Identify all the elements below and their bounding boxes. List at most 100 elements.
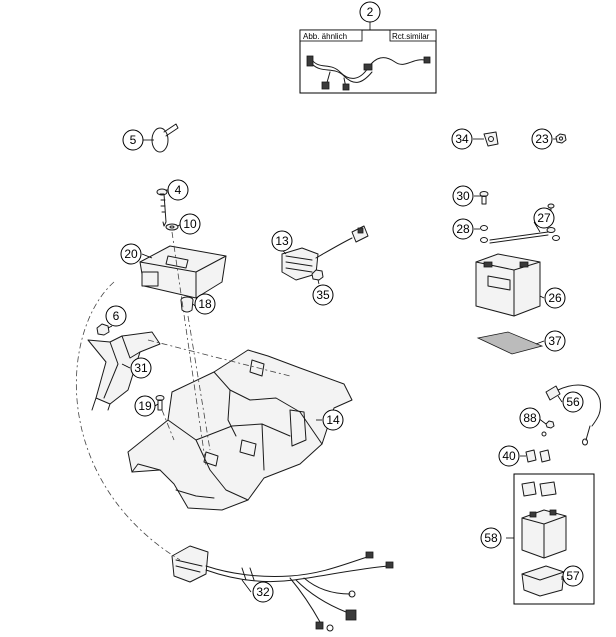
callout-number: 20	[124, 247, 138, 261]
callout-28: 28	[452, 218, 474, 240]
nut-part-35	[311, 269, 324, 281]
callout-35: 35	[312, 284, 334, 306]
callout-20: 20	[120, 243, 142, 265]
callout-circle	[179, 213, 201, 235]
callout-circle	[322, 409, 344, 431]
callout-10: 10	[179, 213, 201, 235]
nut-part	[555, 133, 567, 144]
callout-5: 5	[122, 129, 144, 151]
callout-18: 18	[194, 293, 216, 315]
callout-circle	[451, 128, 473, 150]
callout-circle	[519, 407, 541, 429]
callout-37: 37	[544, 330, 566, 352]
callout-number: 35	[316, 288, 330, 302]
battery-cable-part	[480, 203, 560, 244]
callout-13: 13	[271, 230, 293, 252]
callout-circle	[480, 527, 502, 549]
caps-part	[525, 449, 551, 463]
callout-number: 4	[175, 183, 182, 197]
callout-number: 14	[326, 413, 340, 427]
callout-number: 88	[523, 411, 537, 425]
callout-circle	[544, 287, 566, 309]
screw-part-30	[479, 191, 489, 205]
callout-19: 19	[134, 395, 156, 417]
callout-6: 6	[105, 305, 127, 327]
callout-58: 58	[480, 527, 502, 549]
starter-relay-box	[506, 473, 595, 605]
callout-number: 5	[130, 133, 137, 147]
callout-circle	[312, 284, 334, 306]
callout-circle	[271, 230, 293, 252]
callout-number: 37	[548, 334, 562, 348]
holder-part	[87, 331, 161, 411]
main-frame-part	[127, 349, 353, 511]
callout-circle	[562, 565, 584, 587]
callout-circle	[531, 128, 553, 150]
callout-26: 26	[544, 287, 566, 309]
callout-circle	[120, 243, 142, 265]
screw-part-4	[156, 188, 168, 227]
callout-circle	[359, 1, 381, 23]
callout-27: 27	[533, 207, 555, 229]
nut-part-6	[96, 323, 110, 336]
battery-part	[475, 253, 541, 317]
callout-circle	[194, 293, 216, 315]
callout-number: 19	[138, 399, 152, 413]
main-wiring-harness-part	[171, 545, 394, 632]
callout-number: 6	[113, 309, 120, 323]
callout-34: 34	[451, 128, 473, 150]
callout-circle	[252, 581, 274, 603]
callout-number: 30	[456, 189, 470, 203]
callout-number: 31	[134, 361, 148, 375]
assembly-lines	[76, 231, 291, 561]
battery-pad-part	[476, 331, 544, 355]
callout-circle	[498, 445, 520, 467]
callout-88: 88	[519, 407, 541, 429]
callout-number: 23	[535, 132, 549, 146]
callout-circle	[122, 129, 144, 151]
callout-number: 2	[367, 5, 374, 19]
wiring-harness-small	[306, 55, 431, 91]
callout-number: 10	[183, 217, 197, 231]
callout-circle	[544, 330, 566, 352]
callout-2: 2	[359, 1, 381, 23]
reference-box-left-label: Abb. ähnlich	[303, 32, 347, 41]
callout-40: 40	[498, 445, 520, 467]
control-unit-part	[139, 245, 227, 299]
callout-4: 4	[167, 179, 189, 201]
callout-14: 14	[322, 409, 344, 431]
leader-lines	[107, 138, 563, 593]
callout-number: 58	[484, 531, 498, 545]
callout-number: 56	[566, 395, 580, 409]
callout-circle	[452, 185, 474, 207]
callout-31: 31	[130, 357, 152, 379]
callout-number: 57	[566, 569, 580, 583]
callout-number: 18	[198, 297, 212, 311]
callout-23: 23	[531, 128, 553, 150]
grommet-part	[180, 296, 194, 313]
callout-circle	[130, 357, 152, 379]
callout-circle	[167, 179, 189, 201]
washer-part-10	[165, 223, 179, 231]
callouts: 2 5 34 23 4 10 20 13 35 30 27 28 26 18 6 37 31 19 14 56 88 40…	[105, 1, 584, 603]
callout-circle	[533, 207, 555, 229]
regulator-part	[281, 225, 369, 281]
callout-number: 27	[537, 211, 551, 225]
callout-number: 26	[548, 291, 562, 305]
callout-number: 28	[456, 222, 470, 236]
clip-part	[483, 131, 499, 147]
small-nuts-part	[541, 420, 555, 437]
callout-circle	[105, 305, 127, 327]
callout-57: 57	[562, 565, 584, 587]
reference-box: Abb. ähnlich Rct.similar	[299, 22, 437, 94]
callout-30: 30	[452, 185, 474, 207]
callout-number: 34	[455, 132, 469, 146]
cable-tie-part	[151, 123, 179, 153]
callout-56: 56	[562, 391, 584, 413]
screw-part-19	[155, 395, 165, 411]
reference-box-right-label: Rct.similar	[392, 32, 430, 41]
callout-number: 40	[502, 449, 516, 463]
callout-circle	[562, 391, 584, 413]
starter-cable-part	[545, 384, 601, 446]
